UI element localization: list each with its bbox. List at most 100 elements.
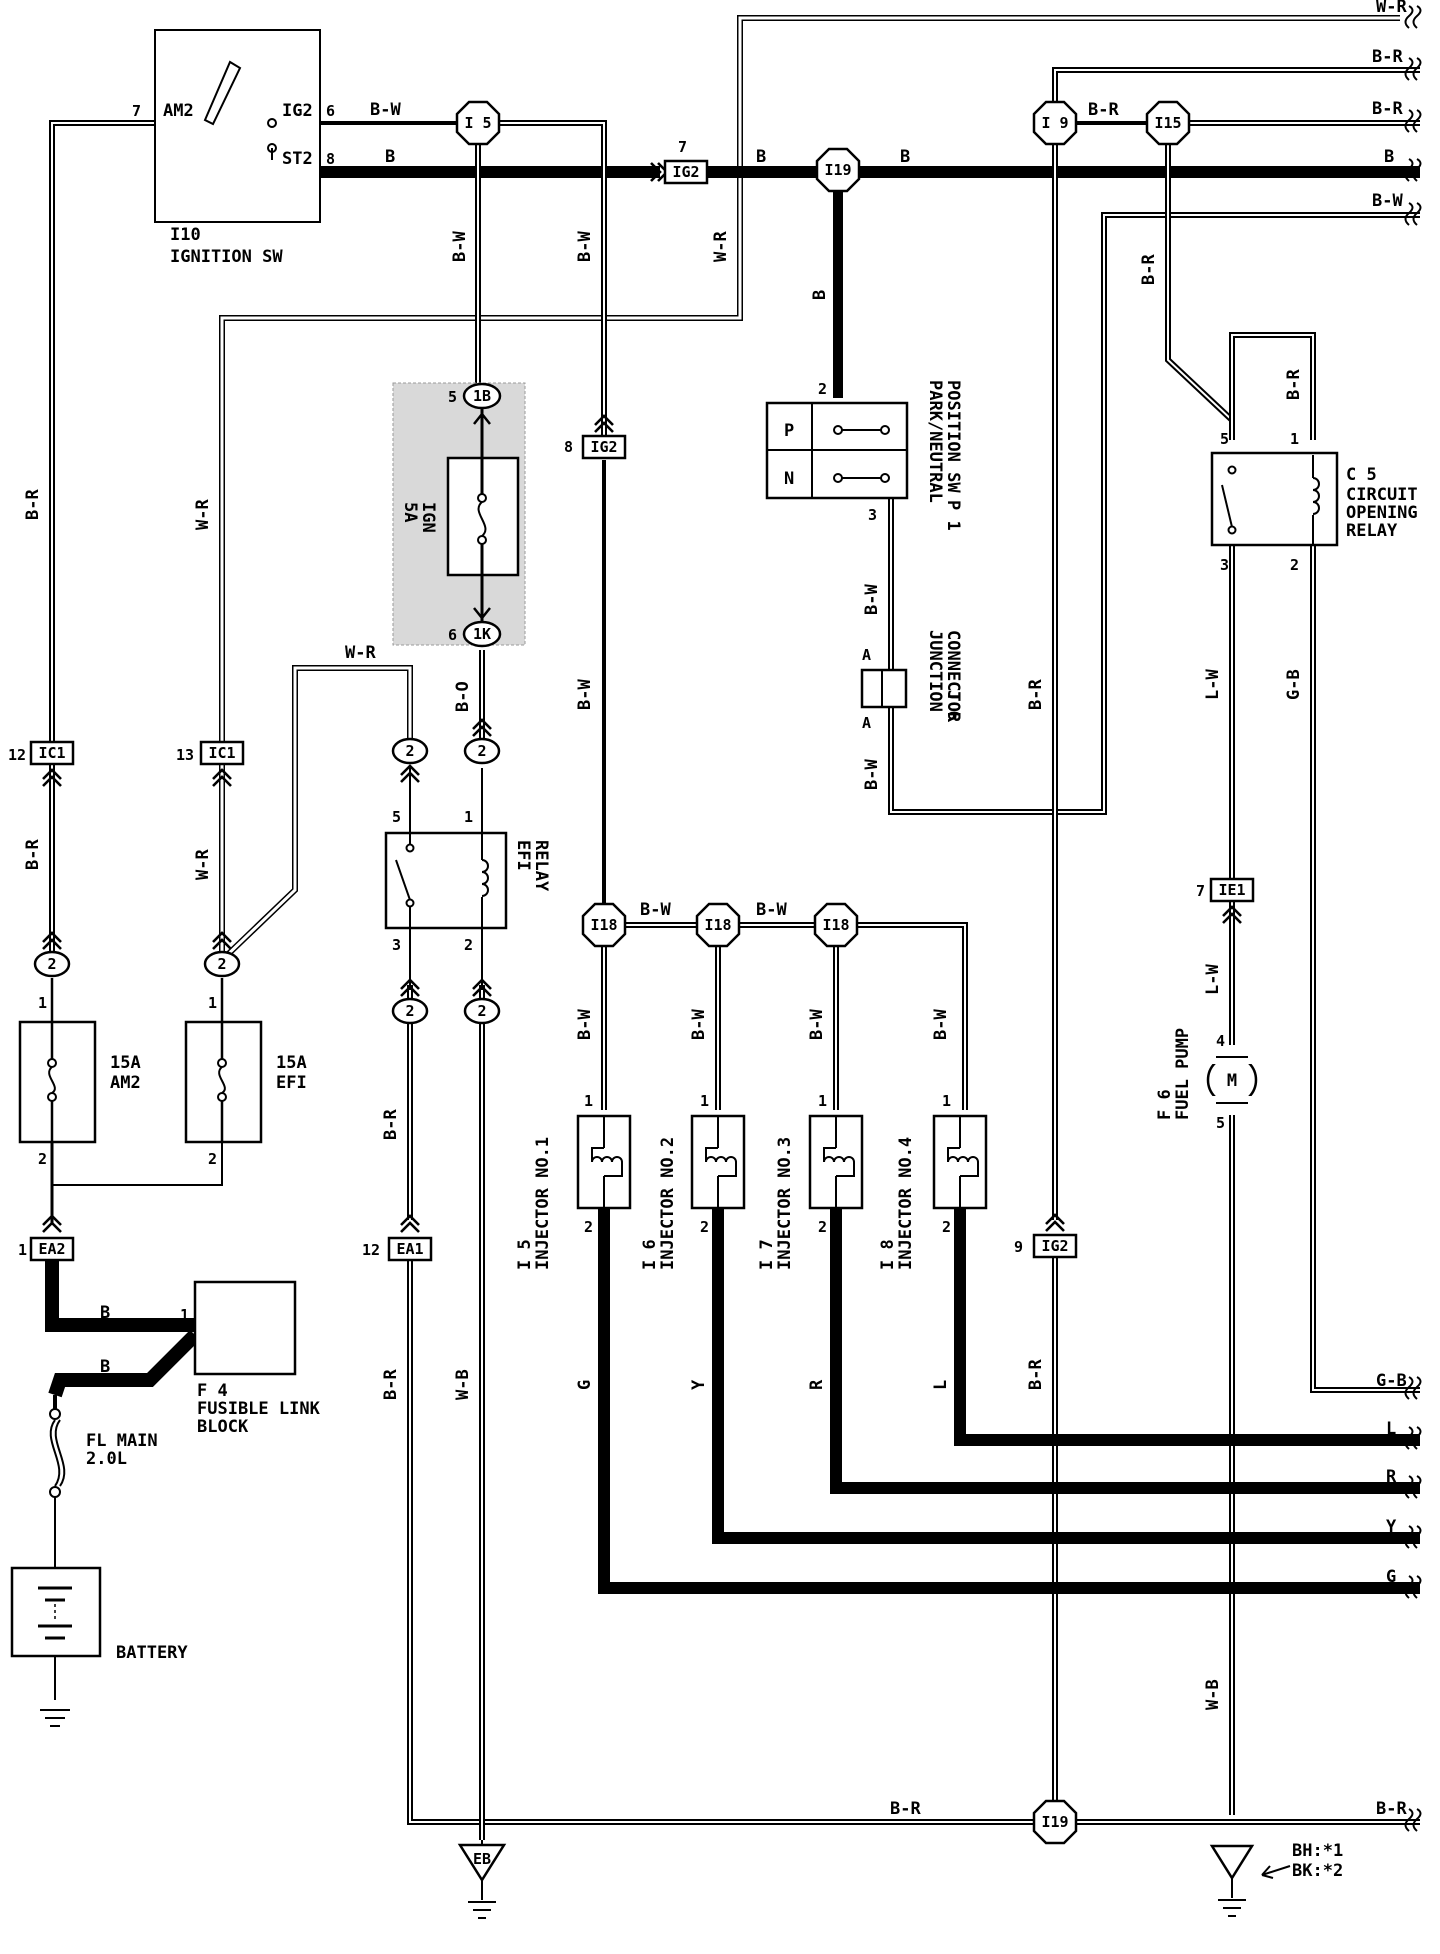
jc-name1: JUNCTION <box>925 630 945 712</box>
wire-am2 <box>49 120 155 964</box>
connector-ig2-right: IG2 <box>1041 1237 1068 1255</box>
fuse-am2-rating: 15A <box>110 1053 141 1073</box>
wl-w-b-pump: W-B <box>1203 1679 1223 1710</box>
ignition-am2-label: AM2 <box>163 101 194 121</box>
connector-2-f: 2 <box>477 1002 486 1020</box>
wl-b-w-inj2: B-W <box>689 1009 709 1040</box>
wl-b-w-inj3: B-W <box>807 1009 827 1040</box>
wl-b-w-mid: B-W <box>575 679 595 710</box>
connector-ic1-left: IC1 <box>38 744 65 762</box>
wire-wr-relay <box>219 665 413 963</box>
pin-4-pump: 4 <box>1216 1032 1225 1050</box>
fuse-am2: 15A AM2 1 2 <box>18 978 141 1168</box>
pin-7-ig2: 7 <box>678 138 687 156</box>
injector-1-ref: I 5 <box>515 1239 535 1270</box>
connector-2-a: 2 <box>47 955 56 973</box>
pin-6: 6 <box>326 102 335 120</box>
jc-pin-a-top: A <box>862 646 871 664</box>
fuel-pump-name: FUEL PUMP <box>1173 1028 1193 1120</box>
connector-ig2-mid: IG2 <box>590 438 617 456</box>
wl-b-r-i9-low: B-R <box>1026 1359 1046 1390</box>
efi-relay-name: EFI <box>513 840 533 871</box>
cor-name3: RELAY <box>1346 521 1398 541</box>
wl-l-w-pump: L-W <box>1203 964 1223 995</box>
injector-3-ref: I 7 <box>757 1239 777 1270</box>
wl-b-r-right2: B-R <box>1372 99 1403 119</box>
wl-b-ig2: B <box>756 147 766 167</box>
pin-12-ea1: 12 <box>362 1241 380 1259</box>
injector-1-pin1: 1 <box>584 1092 593 1110</box>
connector-ig2-top: IG2 <box>672 163 699 181</box>
injector-1: 1 2 I 5 INJECTOR NO.1 <box>515 1092 632 1270</box>
wl-r-right: R <box>1386 1467 1397 1487</box>
connector-ea2: EA2 <box>38 1240 65 1258</box>
injector-3-pin2: 2 <box>818 1218 827 1236</box>
injectors: 1 2 I 5 INJECTOR NO.1 1 2 I 6 INJECTOR N… <box>515 1092 988 1270</box>
pn-name2: POSITION SW <box>943 380 963 493</box>
wl-w-r-efi: W-R <box>345 643 376 663</box>
pin-3-pn: 3 <box>868 506 877 524</box>
wl-b-w-inj1: B-W <box>575 1009 595 1040</box>
injector-2-ref: I 6 <box>640 1239 660 1270</box>
wl-b-w-ig: B-W <box>370 100 401 120</box>
cor-ref: C 5 <box>1346 465 1377 485</box>
wl-b-r-efi: B-R <box>381 1109 401 1140</box>
battery-name: BATTERY <box>116 1643 188 1663</box>
pin-12-ic1: 12 <box>8 746 26 764</box>
injector-4-pin1: 1 <box>942 1092 951 1110</box>
injector-3: 1 2 I 7 INJECTOR NO.3 <box>757 1092 864 1270</box>
pin-2-am2: 2 <box>38 1150 47 1168</box>
wl-g-inj1: G <box>575 1380 595 1390</box>
wl-w-r-left-low: W-R <box>193 849 213 880</box>
pin-2-cor: 2 <box>1290 556 1299 574</box>
cor-name1: CIRCUIT <box>1346 485 1418 505</box>
pin-1-efi: 1 <box>208 994 217 1012</box>
wl-b-w-right: B-W <box>1372 191 1403 211</box>
injector-2-pin1: 1 <box>700 1092 709 1110</box>
pin-1-ea2: 1 <box>18 1241 27 1259</box>
wl-b-w-i18a: B-W <box>640 900 671 920</box>
circuit-opening-relay: 5 1 3 2 C 5 CIRCUIT OPENING RELAY <box>1210 430 1418 574</box>
pin-7: 7 <box>132 102 141 120</box>
ignition-ref: I10 <box>170 225 201 245</box>
connector-2-d: 2 <box>477 742 486 760</box>
pn-p-label: P <box>784 421 794 441</box>
wl-b-i19: B <box>900 147 910 167</box>
wl-w-r-left: W-R <box>193 499 213 530</box>
wl-b-r-top: B-R <box>1088 100 1119 120</box>
fl-block-name1: FUSIBLE LINK <box>197 1399 321 1419</box>
connector-ie1: IE1 <box>1218 881 1245 899</box>
pin-1-am2: 1 <box>38 994 47 1012</box>
wl-b-r-ea1: B-R <box>381 1369 401 1400</box>
fuse-ign: 1B 1K 5 6 5A IGN <box>392 382 526 648</box>
wl-l-right: L <box>1386 1419 1396 1439</box>
pin-8: 8 <box>326 150 335 168</box>
battery: BATTERY <box>10 1566 188 1663</box>
fuel-pump-ref: F 6 <box>1155 1089 1175 1120</box>
wl-b-r-i9: B-R <box>1026 679 1046 710</box>
wl-b-w-i5: B-W <box>450 231 470 262</box>
ignition-ig2-label: IG2 <box>282 101 313 121</box>
junction-connector: A A J 6 JUNCTION CONNECTOR <box>860 630 963 732</box>
jc-pin-a-bottom: A <box>862 714 871 732</box>
wl-b-w-i5b: B-W <box>575 231 595 262</box>
connector-2-e: 2 <box>405 1002 414 1020</box>
fuse-ign-rating: 5A <box>400 502 420 522</box>
injector-2-pin2: 2 <box>700 1218 709 1236</box>
wl-b-r-bottom-right: B-R <box>1376 1799 1407 1819</box>
injector-3-pin1: 1 <box>818 1092 827 1110</box>
wl-w-r-mid: W-R <box>711 231 731 262</box>
pin-2-pn: 2 <box>818 380 827 398</box>
wl-g-b-right: G-B <box>1376 1371 1407 1391</box>
wl-g-b-cor: G-B <box>1284 669 1304 700</box>
ground-eb: EB <box>473 1850 491 1868</box>
fl-main-name2: 2.0L <box>86 1449 127 1469</box>
injector-2: 1 2 I 6 INJECTOR NO.2 <box>640 1092 746 1270</box>
fuse-efi-rating: 15A <box>276 1053 307 1073</box>
pin-1-cor: 1 <box>1290 430 1299 448</box>
connector-i15: I15 <box>1154 114 1181 132</box>
wl-b-right: B <box>1384 147 1394 167</box>
wl-b-st2: B <box>385 147 395 167</box>
jc-ref: J 6 <box>943 690 963 721</box>
connector-1k: 1K <box>473 625 491 643</box>
